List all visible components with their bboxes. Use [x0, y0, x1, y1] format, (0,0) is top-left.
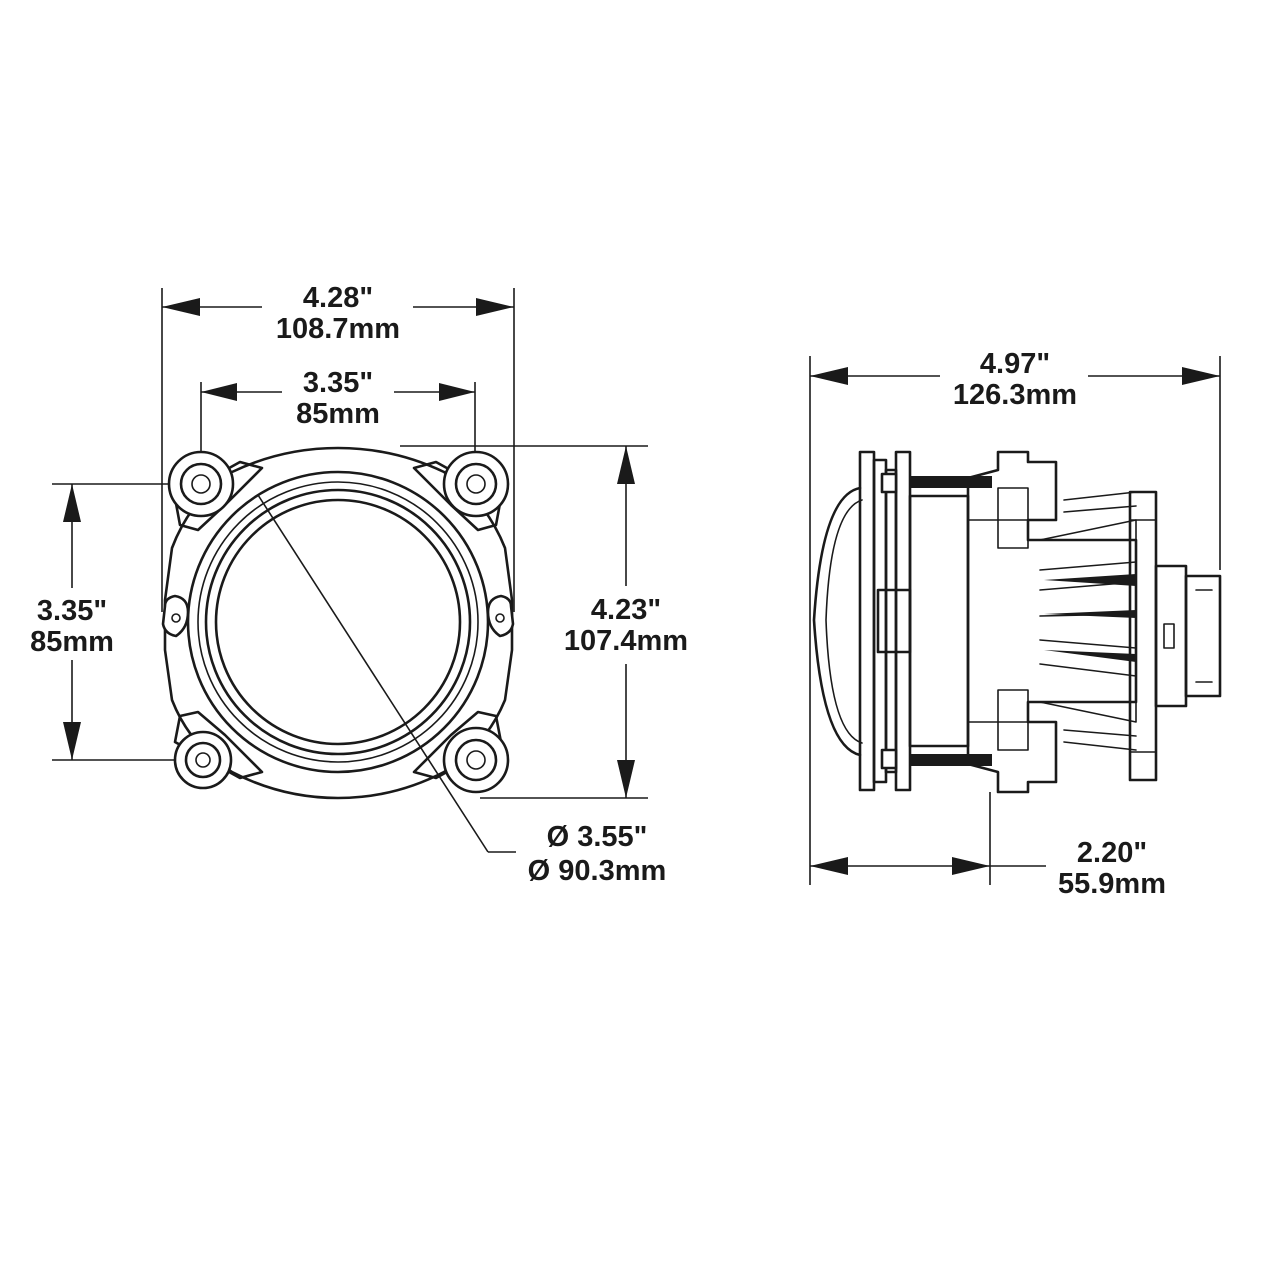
housing-body-side [966, 450, 1138, 794]
rear-cap [1128, 490, 1158, 782]
overall-width-inches: 4.28" [303, 282, 373, 314]
electrical-connector [1154, 564, 1222, 708]
heat-sink-fins [1039, 491, 1137, 751]
dimension-overall-height: 4.23" 107.4mm [564, 446, 688, 798]
overall-depth-inches: 4.97" [980, 348, 1050, 380]
overall-width-mm: 108.7mm [276, 313, 400, 345]
mounting-stud-bottom [880, 748, 992, 770]
dimension-lens-diameter: Ø 3.55" Ø 90.3mm [257, 494, 667, 887]
lens-diameter-mm: Ø 90.3mm [528, 855, 667, 887]
hole-spacing-horizontal-mm: 85mm [296, 398, 380, 430]
side-view: 4.97" 126.3mm 2.20" 55.9mm [809, 348, 1222, 900]
dimension-hole-spacing-horizontal: 3.35" 85mm [201, 367, 475, 430]
dimension-overall-depth: 4.97" 126.3mm [810, 348, 1220, 411]
overall-depth-mm: 126.3mm [953, 379, 1077, 411]
hole-spacing-vertical-mm: 85mm [30, 626, 114, 658]
hole-spacing-horizontal-inches: 3.35" [303, 367, 373, 399]
mounting-bolt-bottom-right [442, 726, 510, 794]
dimension-depth-behind-flange: 2.20" 55.9mm [810, 837, 1166, 900]
mounting-bolt-bottom-left [173, 730, 233, 790]
depth-behind-flange-inches: 2.20" [1077, 837, 1147, 869]
side-tab-right [486, 594, 515, 638]
lens-dome [812, 486, 862, 757]
lens-diameter-inches: Ø 3.55" [547, 821, 648, 853]
mounting-stud-top [880, 472, 992, 494]
lens [214, 498, 462, 746]
headlight-front-housing [161, 446, 515, 800]
side-tab-left [161, 594, 190, 638]
bezel-ring-side [858, 450, 876, 792]
mounting-flange-side [894, 450, 912, 792]
mounting-bolt-top-right [442, 450, 510, 518]
front-view: 4.28" 108.7mm 3.35" 85mm 3.35" 85mm [30, 282, 688, 887]
mounting-bolt-top-left [167, 450, 235, 518]
overall-height-inches: 4.23" [591, 594, 661, 626]
hole-spacing-vertical-inches: 3.35" [37, 595, 107, 627]
dimension-hole-spacing-vertical: 3.35" 85mm [30, 484, 114, 760]
dimension-overall-width: 4.28" 108.7mm [162, 282, 514, 345]
bezel-inner-ring [204, 488, 472, 756]
depth-behind-flange-mm: 55.9mm [1058, 868, 1166, 900]
bezel-outer-ring [186, 470, 490, 774]
overall-height-mm: 107.4mm [564, 625, 688, 657]
